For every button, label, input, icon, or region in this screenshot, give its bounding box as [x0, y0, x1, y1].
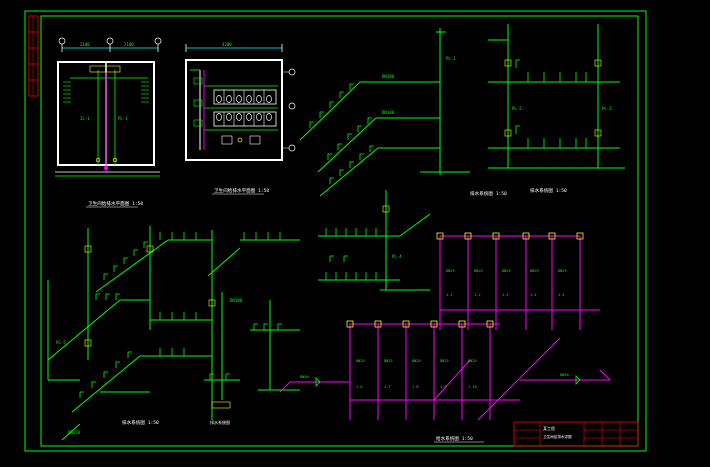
- svg-text:PL-1: PL-1: [118, 116, 128, 121]
- inner-frame: [40, 15, 639, 447]
- plan-1-title: 卫生间给排水平面图 1:50: [88, 200, 143, 207]
- svg-text:J-9: J-9: [440, 385, 447, 389]
- svg-text:J-3: J-3: [502, 293, 509, 297]
- binding-strip: [28, 15, 39, 97]
- svg-text:DN150: DN150: [68, 430, 81, 435]
- svg-text:DN25: DN25: [502, 269, 511, 273]
- svg-text:DN25: DN25: [384, 359, 393, 363]
- svg-text:PL-3: PL-3: [602, 106, 612, 111]
- svg-text:排水系统图: 排水系统图: [210, 419, 230, 425]
- svg-text:DN25: DN25: [474, 269, 483, 273]
- svg-text:4200: 4200: [222, 42, 232, 47]
- svg-text:DN25: DN25: [412, 359, 421, 363]
- svg-text:J-6: J-6: [356, 385, 363, 389]
- svg-text:PL-2: PL-2: [512, 106, 522, 111]
- drain-isometric-5: DN100 排水系统图: [204, 232, 300, 425]
- svg-text:DN25: DN25: [356, 359, 365, 363]
- svg-text:JL-1: JL-1: [80, 116, 90, 121]
- drain-system-1-title: 排水系统图 1:50: [470, 190, 507, 197]
- svg-text:J-2: J-2: [474, 293, 481, 297]
- drain-isometric-1: PL-1 DN100 DN100 排水系统图 1:50: [299, 28, 507, 197]
- svg-text:DN100: DN100: [230, 298, 243, 303]
- svg-text:DN25: DN25: [446, 269, 455, 273]
- svg-text:DN100: DN100: [382, 110, 395, 115]
- svg-text:DN50: DN50: [300, 375, 309, 379]
- title-block-drawing: 卫生间给排水详图: [543, 434, 572, 439]
- svg-text:J-10: J-10: [468, 385, 477, 389]
- svg-text:PL-1: PL-1: [446, 56, 456, 61]
- plan-2-title: 卫生间给排水平面图 1:50: [214, 187, 269, 194]
- plan-view-2: 4200: [185, 42, 296, 195]
- svg-text:PL-5: PL-5: [56, 340, 66, 345]
- svg-text:J-1: J-1: [446, 293, 453, 297]
- drain-system-3-title: 排水系统图 1:50: [122, 419, 159, 426]
- title-block-project: 某工程: [543, 425, 555, 431]
- plan-view-1: 2100 2100 JL-1 PL-1: [55, 37, 162, 208]
- svg-text:J-4: J-4: [530, 293, 537, 297]
- svg-text:DN25: DN25: [440, 359, 449, 363]
- svg-text:DN25: DN25: [468, 359, 477, 363]
- svg-text:J-5: J-5: [558, 293, 565, 297]
- svg-text:DN25: DN25: [530, 269, 539, 273]
- drain-system-2-title: 排水系统图 1:50: [530, 187, 567, 194]
- svg-text:DN25: DN25: [558, 269, 567, 273]
- svg-text:2100: 2100: [80, 42, 90, 47]
- drain-isometric-3: PL-4: [318, 190, 431, 291]
- svg-text:DN100: DN100: [382, 74, 395, 79]
- svg-text:PL-4: PL-4: [392, 254, 402, 259]
- svg-text:J-8: J-8: [412, 385, 419, 389]
- svg-text:DN50: DN50: [560, 373, 569, 377]
- drain-isometric-4: PL-5 DN150 排水系统图 1:50: [47, 226, 216, 441]
- outer-frame: [24, 10, 647, 452]
- svg-text:J-7: J-7: [384, 385, 391, 389]
- supply-system-title: 给水系统图 1:50: [436, 435, 473, 442]
- title-block: 某工程 卫生间给排水详图: [513, 421, 639, 447]
- svg-text:2100: 2100: [124, 42, 134, 47]
- drain-isometric-2: PL-2 PL-3 排水系统图 1:50: [488, 24, 625, 194]
